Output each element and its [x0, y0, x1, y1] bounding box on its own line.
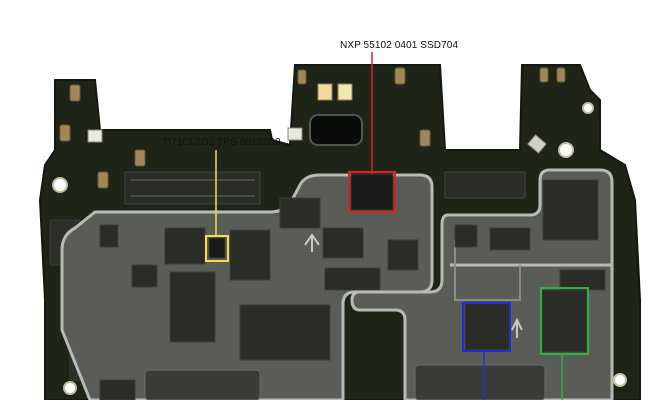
connector	[444, 171, 526, 199]
mounting-hole	[582, 102, 594, 114]
connector-pins	[130, 179, 255, 197]
mounting-hole	[63, 381, 77, 395]
flash-led	[337, 83, 353, 101]
spring-contact	[87, 129, 103, 143]
ti-chip-label: TI71CL7G1 TPS 65132B0	[162, 137, 281, 148]
nxp-chip-label: NXP 55102 0401 SSD704	[340, 40, 459, 51]
connector	[144, 369, 261, 400]
connector	[414, 364, 546, 400]
mounting-hole	[52, 177, 68, 193]
shield-components-left	[99, 197, 419, 400]
arrow-mark	[511, 317, 523, 338]
gold-pads	[59, 67, 566, 189]
shield-channel	[454, 240, 521, 301]
blue-highlight-box	[462, 302, 511, 352]
green-highlight-box	[540, 287, 589, 355]
mounting-hole	[558, 142, 574, 158]
ti-highlight-box	[205, 235, 229, 262]
flash-led	[317, 83, 333, 101]
ti-chip	[208, 237, 226, 259]
connector	[124, 171, 261, 205]
nxp-chip	[350, 173, 394, 211]
spring-contact	[527, 134, 547, 154]
spring-contact	[287, 127, 303, 141]
arrow-mark	[304, 233, 320, 252]
sensor-window	[309, 114, 363, 146]
shield-components-right	[454, 179, 606, 353]
nxp-highlight-box	[348, 171, 396, 213]
mounting-hole	[613, 373, 627, 387]
